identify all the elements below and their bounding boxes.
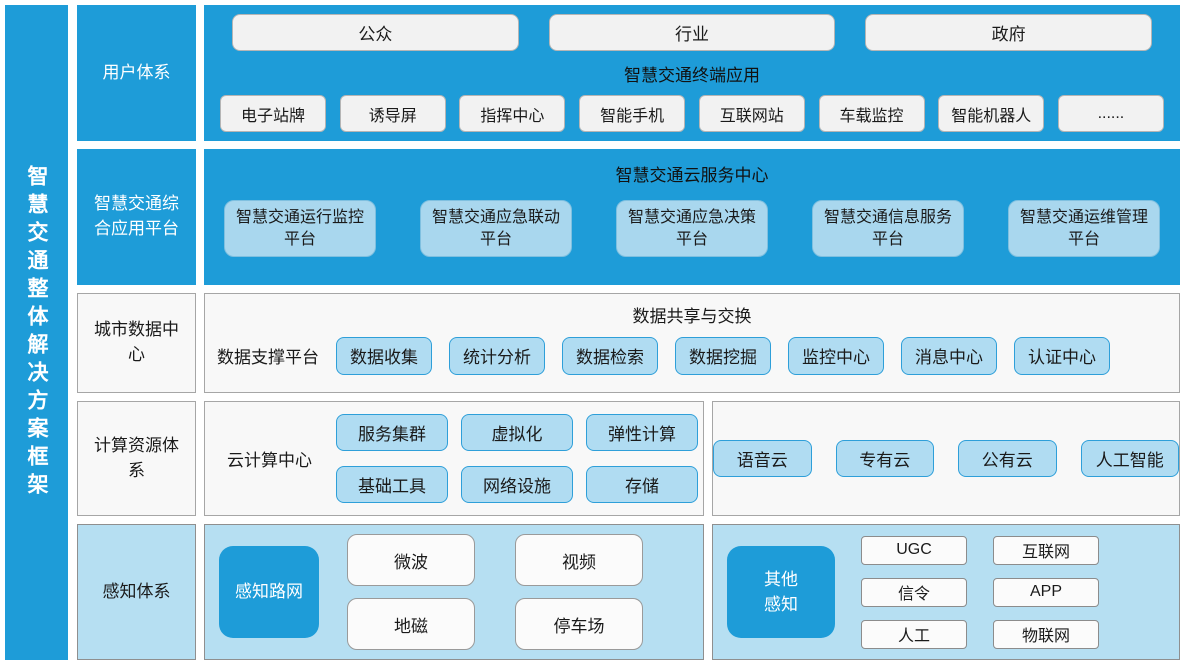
row-app-platform: 智慧交通综合应用平台 智慧交通云服务中心 智慧交通运行监控平台 智慧交通应急联动…: [77, 149, 1180, 285]
data-function-box: 监控中心: [788, 336, 884, 375]
cloud-type-box: 公有云: [958, 440, 1057, 477]
terminal-app-box: 电子站牌: [220, 95, 326, 132]
terminal-app-box-more: ......: [1057, 95, 1164, 132]
other-perception-panel: 其他感知 UGC 信令 人工 互联网 APP 物联网: [712, 524, 1180, 660]
road-sensor-box: 停车场: [515, 598, 643, 650]
terminal-app-title: 智慧交通终端应用: [624, 65, 760, 85]
cloud-function-box: 服务集群: [336, 414, 448, 451]
data-function-box: 数据检索: [562, 336, 658, 375]
user-system-panel: 公众 行业 政府 智慧交通终端应用 电子站牌 诱导屏 指挥中心 智能手机 互联网…: [204, 5, 1180, 141]
row-data-center: 城市数据中心 数据共享与交换 数据支撑平台 数据收集 统计分析 数据检索 数据挖…: [77, 293, 1180, 393]
user-group-box: 政府: [865, 14, 1153, 51]
terminal-app-box: 车载监控: [818, 95, 925, 132]
section-label-user-system: 用户体系: [77, 5, 196, 141]
road-sensor-box: 视频: [515, 534, 643, 586]
cloud-function-box: 虚拟化: [461, 414, 573, 451]
other-source-box: 物联网: [993, 619, 1099, 649]
data-function-box: 数据挖掘: [675, 336, 771, 375]
cloud-service-center-title: 智慧交通云服务中心: [615, 166, 769, 185]
user-group-box: 行业: [548, 14, 836, 51]
cloud-function-grid: 服务集群 虚拟化 弹性计算 基础工具 网络设施 存储: [336, 414, 698, 503]
platform-box: 智慧交通信息服务平台: [812, 200, 964, 257]
data-function-box: 数据收集: [336, 336, 432, 375]
cloud-type-box: 语音云: [713, 440, 812, 477]
road-sensor-box: 地磁: [347, 598, 475, 650]
road-sensor-grid: 微波 视频 地磁 停车场: [347, 534, 643, 650]
cloud-function-box: 基础工具: [336, 466, 448, 503]
section-label-app-platform: 智慧交通综合应用平台: [77, 149, 196, 285]
terminal-app-box: 指挥中心: [459, 95, 566, 132]
cloud-center-label: 云计算中心: [227, 451, 312, 470]
platform-box: 智慧交通运行监控平台: [224, 200, 376, 257]
cloud-type-box: 人工智能: [1080, 440, 1179, 477]
row-perception: 感知体系 感知路网 微波 视频 地磁 停车场 其他感知 UGC 信令 人工: [77, 524, 1180, 660]
terminal-app-row: 电子站牌 诱导屏 指挥中心 智能手机 互联网站 车载监控 智能机器人 .....…: [220, 95, 1164, 132]
section-label-perception: 感知体系: [77, 524, 196, 660]
data-function-box: 统计分析: [449, 336, 545, 375]
other-source-box: UGC: [861, 535, 967, 565]
platform-row: 智慧交通运行监控平台 智慧交通应急联动平台 智慧交通应急决策平台 智慧交通信息服…: [216, 186, 1168, 271]
data-platform-label: 数据支撑平台: [217, 348, 319, 367]
cloud-computing-panel: 云计算中心 服务集群 虚拟化 弹性计算 基础工具 网络设施 存储: [204, 401, 704, 516]
road-network-chip: 感知路网: [219, 546, 319, 638]
other-source-box: 信令: [861, 577, 967, 607]
terminal-app-box: 诱导屏: [339, 95, 446, 132]
data-function-box: 认证中心: [1014, 336, 1110, 375]
other-source-column: UGC 信令 人工: [861, 535, 967, 649]
other-source-column: 互联网 APP 物联网: [993, 535, 1099, 649]
other-source-box: APP: [993, 577, 1099, 607]
road-perception-panel: 感知路网 微波 视频 地磁 停车场: [204, 524, 704, 660]
data-function-box: 消息中心: [901, 336, 997, 375]
platform-box: 智慧交通应急决策平台: [616, 200, 768, 257]
platform-box: 智慧交通运维管理平台: [1008, 200, 1160, 257]
framework-body: 用户体系 公众 行业 政府 智慧交通终端应用 电子站牌 诱导屏 指挥中心 智能手…: [77, 5, 1180, 660]
cloud-type-box: 专有云: [835, 440, 934, 477]
data-center-panel: 数据共享与交换 数据支撑平台 数据收集 统计分析 数据检索 数据挖掘 监控中心 …: [204, 293, 1180, 393]
data-exchange-title: 数据共享与交换: [632, 307, 752, 326]
road-sensor-box: 微波: [347, 534, 475, 586]
terminal-app-box: 智能手机: [579, 95, 686, 132]
framework-title: 智慧交通整体解决方案框架: [25, 164, 48, 501]
other-perception-chip: 其他感知: [727, 546, 835, 638]
section-label-computing: 计算资源体系: [77, 401, 196, 516]
platform-box: 智慧交通应急联动平台: [420, 200, 572, 257]
other-source-box: 互联网: [993, 535, 1099, 565]
app-platform-panel: 智慧交通云服务中心 智慧交通运行监控平台 智慧交通应急联动平台 智慧交通应急决策…: [204, 149, 1180, 285]
cloud-function-box: 弹性计算: [586, 414, 698, 451]
row-user-system: 用户体系 公众 行业 政府 智慧交通终端应用 电子站牌 诱导屏 指挥中心 智能手…: [77, 5, 1180, 141]
row-computing-resources: 计算资源体系 云计算中心 服务集群 虚拟化 弹性计算 基础工具 网络设施 存储 …: [77, 401, 1180, 516]
terminal-app-box: 智能机器人: [938, 95, 1045, 132]
framework-title-bar: 智慧交通整体解决方案框架: [5, 5, 68, 660]
other-source-box: 人工: [861, 619, 967, 649]
cloud-type-panel: 语音云 专有云 公有云 人工智能: [712, 401, 1180, 516]
cloud-function-box: 存储: [586, 466, 698, 503]
section-label-data-center: 城市数据中心: [77, 293, 196, 393]
data-function-row: 数据支撑平台 数据收集 统计分析 数据检索 数据挖掘 监控中心 消息中心 认证中…: [217, 327, 1167, 384]
terminal-app-box: 互联网站: [698, 95, 805, 132]
user-group-box: 公众: [232, 14, 519, 51]
user-group-row: 公众 行业 政府: [220, 14, 1164, 51]
cloud-function-box: 网络设施: [461, 466, 573, 503]
